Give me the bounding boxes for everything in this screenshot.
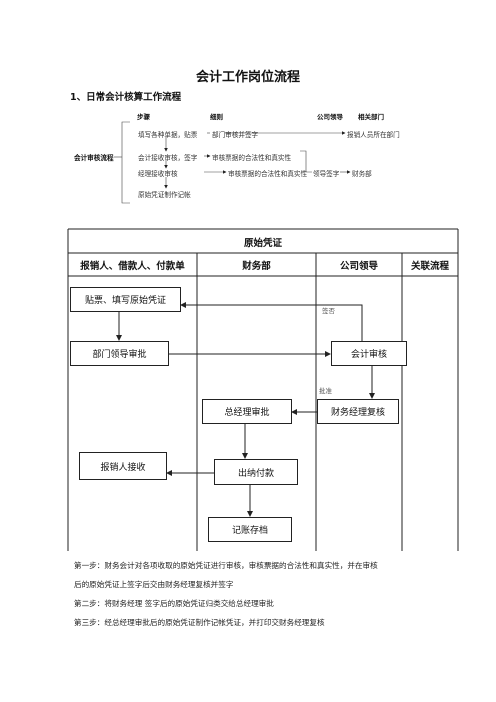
page-title: 会计工作岗位流程 <box>195 70 300 85</box>
row3-right: 财务部 <box>352 170 372 178</box>
column-header-finance: 财务部 <box>242 261 271 272</box>
label-sign: 签否 <box>322 307 335 315</box>
section-heading: 1、日常会计核算工作流程 <box>70 92 182 103</box>
row3-mid: 审核票据的合法性和真实性 <box>228 170 308 178</box>
table-title: 原始凭证 <box>243 238 282 249</box>
box-paste-voucher: 贴票、填写原始凭证 <box>70 287 181 312</box>
row3-lead: 领导签字 <box>313 170 340 178</box>
box-applicant-receive: 报销人接收 <box>79 452 167 480</box>
label-approve: 批准 <box>319 387 332 395</box>
row3-step: 经理接收审核 <box>138 170 178 178</box>
box-dept-approval: 部门领导审批 <box>70 341 169 366</box>
box-accounting-audit: 会计审核 <box>331 341 407 366</box>
row1-step: 填写各种单据，贴票 <box>138 131 198 139</box>
table-grid <box>67 228 459 551</box>
box-archive: 记账存档 <box>208 517 292 542</box>
side-bracket <box>121 121 130 204</box>
step-1-line-1: 第一步：财务会计对各项收取的原始凭证进行审核，审核票据的合法性和真实性，并在审核 <box>74 561 378 570</box>
step-3: 第三步：经总经理审批后的原始凭证制作记帐凭证，并打印交财务经理复核 <box>74 618 325 627</box>
step-1-line-2: 后的原始凭证上签字后交由财务经理复核并签字 <box>74 580 234 589</box>
box-fm-review: 财务经理复核 <box>317 399 399 424</box>
row2-mid: 审核票据的合法性和真实性 <box>212 154 292 162</box>
column-header-applicant: 报销人、借款人、付款单 <box>80 261 185 272</box>
row1-mid: 部门审核并签字 <box>212 131 259 139</box>
row4-step: 原始凭证制作记帐 <box>138 191 191 199</box>
side-label: 会计审核流程 <box>74 154 114 162</box>
header-detail: 细则 <box>210 113 223 121</box>
header-step: 步骤 <box>137 113 150 121</box>
box-gm-approval: 总经理审批 <box>202 399 292 424</box>
step-2: 第二步：将财务经理 签字后的原始凭证归类交给总经理审批 <box>74 599 274 608</box>
header-leader: 公司领导 <box>317 113 343 121</box>
row2-step: 会计接收审核，签字 <box>138 154 198 162</box>
column-header-related: 关联流程 <box>410 261 449 272</box>
row1-right: 报销人员所在部门 <box>347 131 400 139</box>
header-dept: 相关部门 <box>358 113 384 121</box>
column-header-leader: 公司领导 <box>339 261 378 272</box>
box-cashier-pay: 出纳付款 <box>214 459 298 485</box>
